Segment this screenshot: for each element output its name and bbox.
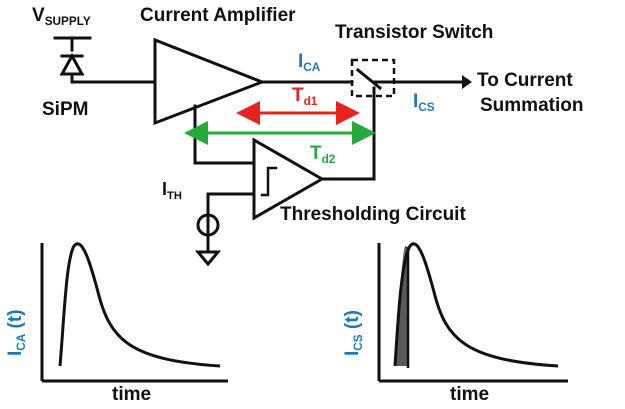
left-ylabel-tail: (t) xyxy=(5,309,26,334)
td1-label: Td1 xyxy=(292,85,318,109)
ics-label: ICS xyxy=(413,91,435,115)
output-arrow-icon xyxy=(462,75,472,89)
right-ylabel-tail: (t) xyxy=(342,310,363,335)
ica-main: I xyxy=(298,51,304,72)
vsupply-label: VSUPPLY xyxy=(32,5,91,29)
thresholding-circuit-label: Thresholding Circuit xyxy=(280,204,466,225)
threshold-triangle xyxy=(252,137,326,221)
summation-label: Summation xyxy=(480,95,584,116)
vsupply-sub: SUPPLY xyxy=(44,15,91,29)
td1-main: T xyxy=(292,85,304,106)
left-plot xyxy=(40,242,228,383)
ith-main: I xyxy=(162,179,168,199)
td2-label: Td2 xyxy=(310,143,336,167)
ith-label: ITH xyxy=(162,179,182,201)
left-plot-ylabel: ICA (t) xyxy=(5,309,29,356)
transistor-switch-box xyxy=(350,58,396,98)
td2-main: T xyxy=(310,143,322,164)
transistor-switch-label: Transistor Switch xyxy=(335,22,494,43)
ith-sub: TH xyxy=(167,189,182,202)
right-plot-xlabel: time xyxy=(450,384,490,405)
left-plot-xlabel: time xyxy=(112,384,152,405)
ica-label: ICA xyxy=(298,51,321,75)
current-amplifier-triangle xyxy=(153,37,267,126)
td1-sub: d1 xyxy=(303,95,318,109)
right-ylabel-sub: CS xyxy=(352,334,366,351)
right-plot xyxy=(377,242,568,383)
switch-blade xyxy=(355,67,383,91)
ics-sub: CS xyxy=(418,101,435,115)
sipm-label: SiPM xyxy=(42,99,89,120)
left-plot-pulse xyxy=(58,242,221,368)
right-ylabel-main: I xyxy=(342,350,363,356)
to-current-label: To Current xyxy=(477,70,573,91)
right-plot-pulse xyxy=(393,242,559,368)
ics-main: I xyxy=(413,91,419,112)
sipm-diode-icon xyxy=(59,52,85,76)
current-amplifier-label: Current Amplifier xyxy=(140,5,296,26)
td2-sub: d2 xyxy=(321,153,336,167)
ground-icon xyxy=(194,250,222,267)
hysteresis-icon xyxy=(260,166,278,197)
vsupply-main: V xyxy=(32,5,45,26)
left-ylabel-main: I xyxy=(5,350,26,356)
right-plot-ylabel: ICS (t) xyxy=(342,310,366,356)
left-ylabel-sub: CA xyxy=(15,333,29,351)
ica-sub: CA xyxy=(303,61,321,75)
